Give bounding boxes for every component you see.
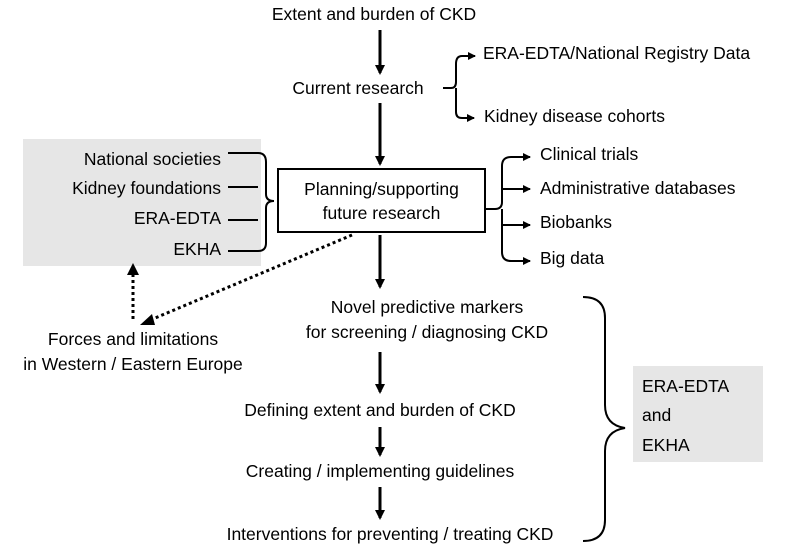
planning-box: Planning/supporting future research (277, 168, 486, 233)
stakeholder-kidney-foundations: Kidney foundations (72, 178, 221, 198)
right-brace (486, 156, 512, 262)
item-big-data: Big data (540, 248, 605, 268)
item-biobanks: Biobanks (540, 212, 612, 232)
left-brace (257, 152, 275, 252)
defining-label: Defining extent and burden of CKD (244, 400, 516, 420)
planning-line2: future research (322, 202, 441, 223)
guidelines-label: Creating / implementing guidelines (245, 461, 515, 481)
era-edta-ekha-line1: ERA-EDTA (642, 376, 730, 396)
interventions-label: Interventions for preventing / treating … (226, 524, 554, 544)
current-research-label: Current research (292, 78, 424, 98)
chain-brace (582, 296, 626, 542)
dotted-arrow-planning-to-forces (147, 233, 353, 323)
stakeholder-era-edta: ERA-EDTA (133, 208, 221, 228)
forces-line2: in Western / Eastern Europe (23, 354, 243, 374)
stakeholder-ekha: EKHA (173, 239, 221, 259)
research-brace (443, 55, 474, 118)
cohorts-label: Kidney disease cohorts (484, 106, 665, 126)
novel-markers-line2: for screening / diagnosing CKD (305, 322, 549, 342)
registry-data-label: ERA-EDTA/National Registry Data (483, 43, 751, 63)
item-clinical-trials: Clinical trials (540, 144, 639, 164)
planning-line1: Planning/supporting (304, 178, 459, 199)
era-edta-ekha-box (633, 366, 763, 462)
extent-burden-label: Extent and burden of CKD (271, 4, 477, 24)
era-edta-ekha-line2: and (642, 405, 672, 425)
stakeholders-box (23, 139, 261, 266)
stakeholder-national-societies: National societies (83, 149, 221, 169)
item-administrative-databases: Administrative databases (540, 178, 736, 198)
forces-line1: Forces and limitations (47, 329, 219, 349)
novel-markers-line1: Novel predictive markers (330, 297, 524, 317)
era-edta-ekha-line3: EKHA (642, 435, 690, 455)
